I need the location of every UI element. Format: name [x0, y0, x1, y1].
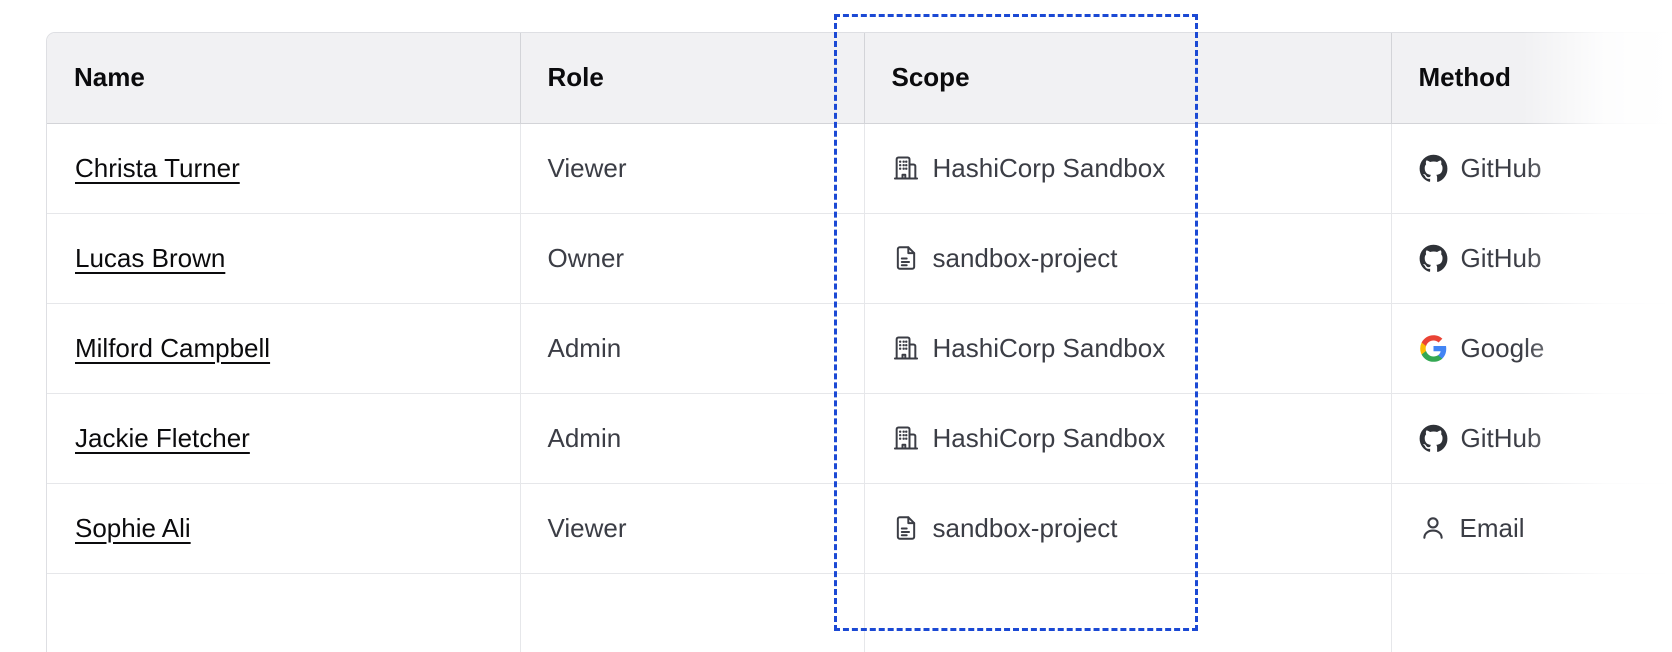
- scope-label: sandbox-project: [932, 243, 1118, 273]
- cell-role: Owner: [520, 213, 865, 304]
- cell-role: Viewer: [520, 123, 865, 214]
- member-name-link[interactable]: Lucas Brown: [75, 242, 226, 273]
- cell-scope: sandbox-project: [864, 483, 1392, 574]
- method-label: GitHub: [1460, 153, 1542, 183]
- method-label: Google: [1460, 333, 1545, 363]
- table-row[interactable]: Sophie Ali Viewer sandbox-project Email: [47, 483, 1672, 574]
- method-label: Email: [1459, 513, 1525, 543]
- table-row[interactable]: [47, 573, 1672, 652]
- role-label: Owner: [547, 242, 625, 273]
- table-row[interactable]: Lucas Brown Owner sandbox-project GitHub: [47, 213, 1672, 304]
- scope-label: HashiCorp Sandbox: [932, 333, 1166, 363]
- cell-name: Jackie Fletcher: [47, 393, 521, 484]
- member-name-link[interactable]: Jackie Fletcher: [75, 422, 250, 453]
- cell-name: Christa Turner: [47, 123, 521, 214]
- organization-icon: [892, 334, 920, 362]
- cell-method: GitHub: [1391, 123, 1672, 214]
- scope-label: HashiCorp Sandbox: [932, 153, 1166, 183]
- cell-name: Milford Campbell: [47, 303, 521, 394]
- role-label: Admin: [547, 332, 622, 363]
- role-label: Viewer: [547, 512, 627, 543]
- github-icon: [1419, 154, 1448, 183]
- scope-label: HashiCorp Sandbox: [932, 423, 1166, 453]
- table-header-row: Name Role Scope Method: [47, 33, 1672, 124]
- method-label: GitHub: [1460, 243, 1542, 273]
- role-label: Viewer: [547, 152, 627, 183]
- scope-label: sandbox-project: [932, 513, 1118, 543]
- cell-role: Admin: [520, 303, 865, 394]
- user-icon: [1419, 514, 1447, 542]
- github-icon: [1419, 424, 1448, 453]
- github-icon: [1419, 244, 1448, 273]
- cell-method: Google: [1391, 303, 1672, 394]
- cell-scope: sandbox-project: [864, 213, 1392, 304]
- column-header-role[interactable]: Role: [520, 33, 865, 124]
- cell-name: [47, 573, 521, 652]
- cell-scope: HashiCorp Sandbox: [864, 303, 1392, 394]
- role-label: Admin: [547, 422, 622, 453]
- cell-scope: HashiCorp Sandbox: [864, 123, 1392, 214]
- organization-icon: [892, 154, 920, 182]
- cell-method: Email: [1391, 483, 1672, 574]
- table-row[interactable]: Jackie Fletcher Admin HashiCorp Sandbox Git…: [47, 393, 1672, 484]
- member-name-link[interactable]: Milford Campbell: [75, 332, 271, 363]
- cell-role: [520, 573, 865, 652]
- method-label: GitHub: [1460, 423, 1542, 453]
- organization-icon: [892, 424, 920, 452]
- cell-name: Sophie Ali: [47, 483, 521, 574]
- google-icon: [1419, 334, 1448, 363]
- column-header-scope[interactable]: Scope: [864, 33, 1392, 124]
- table-row[interactable]: Milford Campbell Admin HashiCorp Sandbox Go…: [47, 303, 1672, 394]
- cell-scope: [864, 573, 1392, 652]
- cell-role: Viewer: [520, 483, 865, 574]
- cell-scope: HashiCorp Sandbox: [864, 393, 1392, 484]
- project-document-icon: [892, 244, 920, 272]
- cell-method: GitHub: [1391, 393, 1672, 484]
- cell-name: Lucas Brown: [47, 213, 521, 304]
- member-name-link[interactable]: Christa Turner: [75, 152, 240, 183]
- project-document-icon: [892, 514, 920, 542]
- cell-method: [1391, 573, 1672, 652]
- table-row[interactable]: Christa Turner Viewer HashiCorp Sandbox Git…: [47, 123, 1672, 214]
- member-name-link[interactable]: Sophie Ali: [75, 512, 191, 543]
- column-header-name[interactable]: Name: [47, 33, 521, 124]
- cell-role: Admin: [520, 393, 865, 484]
- table-header: Name Role Scope Method: [47, 33, 1672, 124]
- cell-method: GitHub: [1391, 213, 1672, 304]
- column-header-method[interactable]: Method: [1391, 33, 1672, 124]
